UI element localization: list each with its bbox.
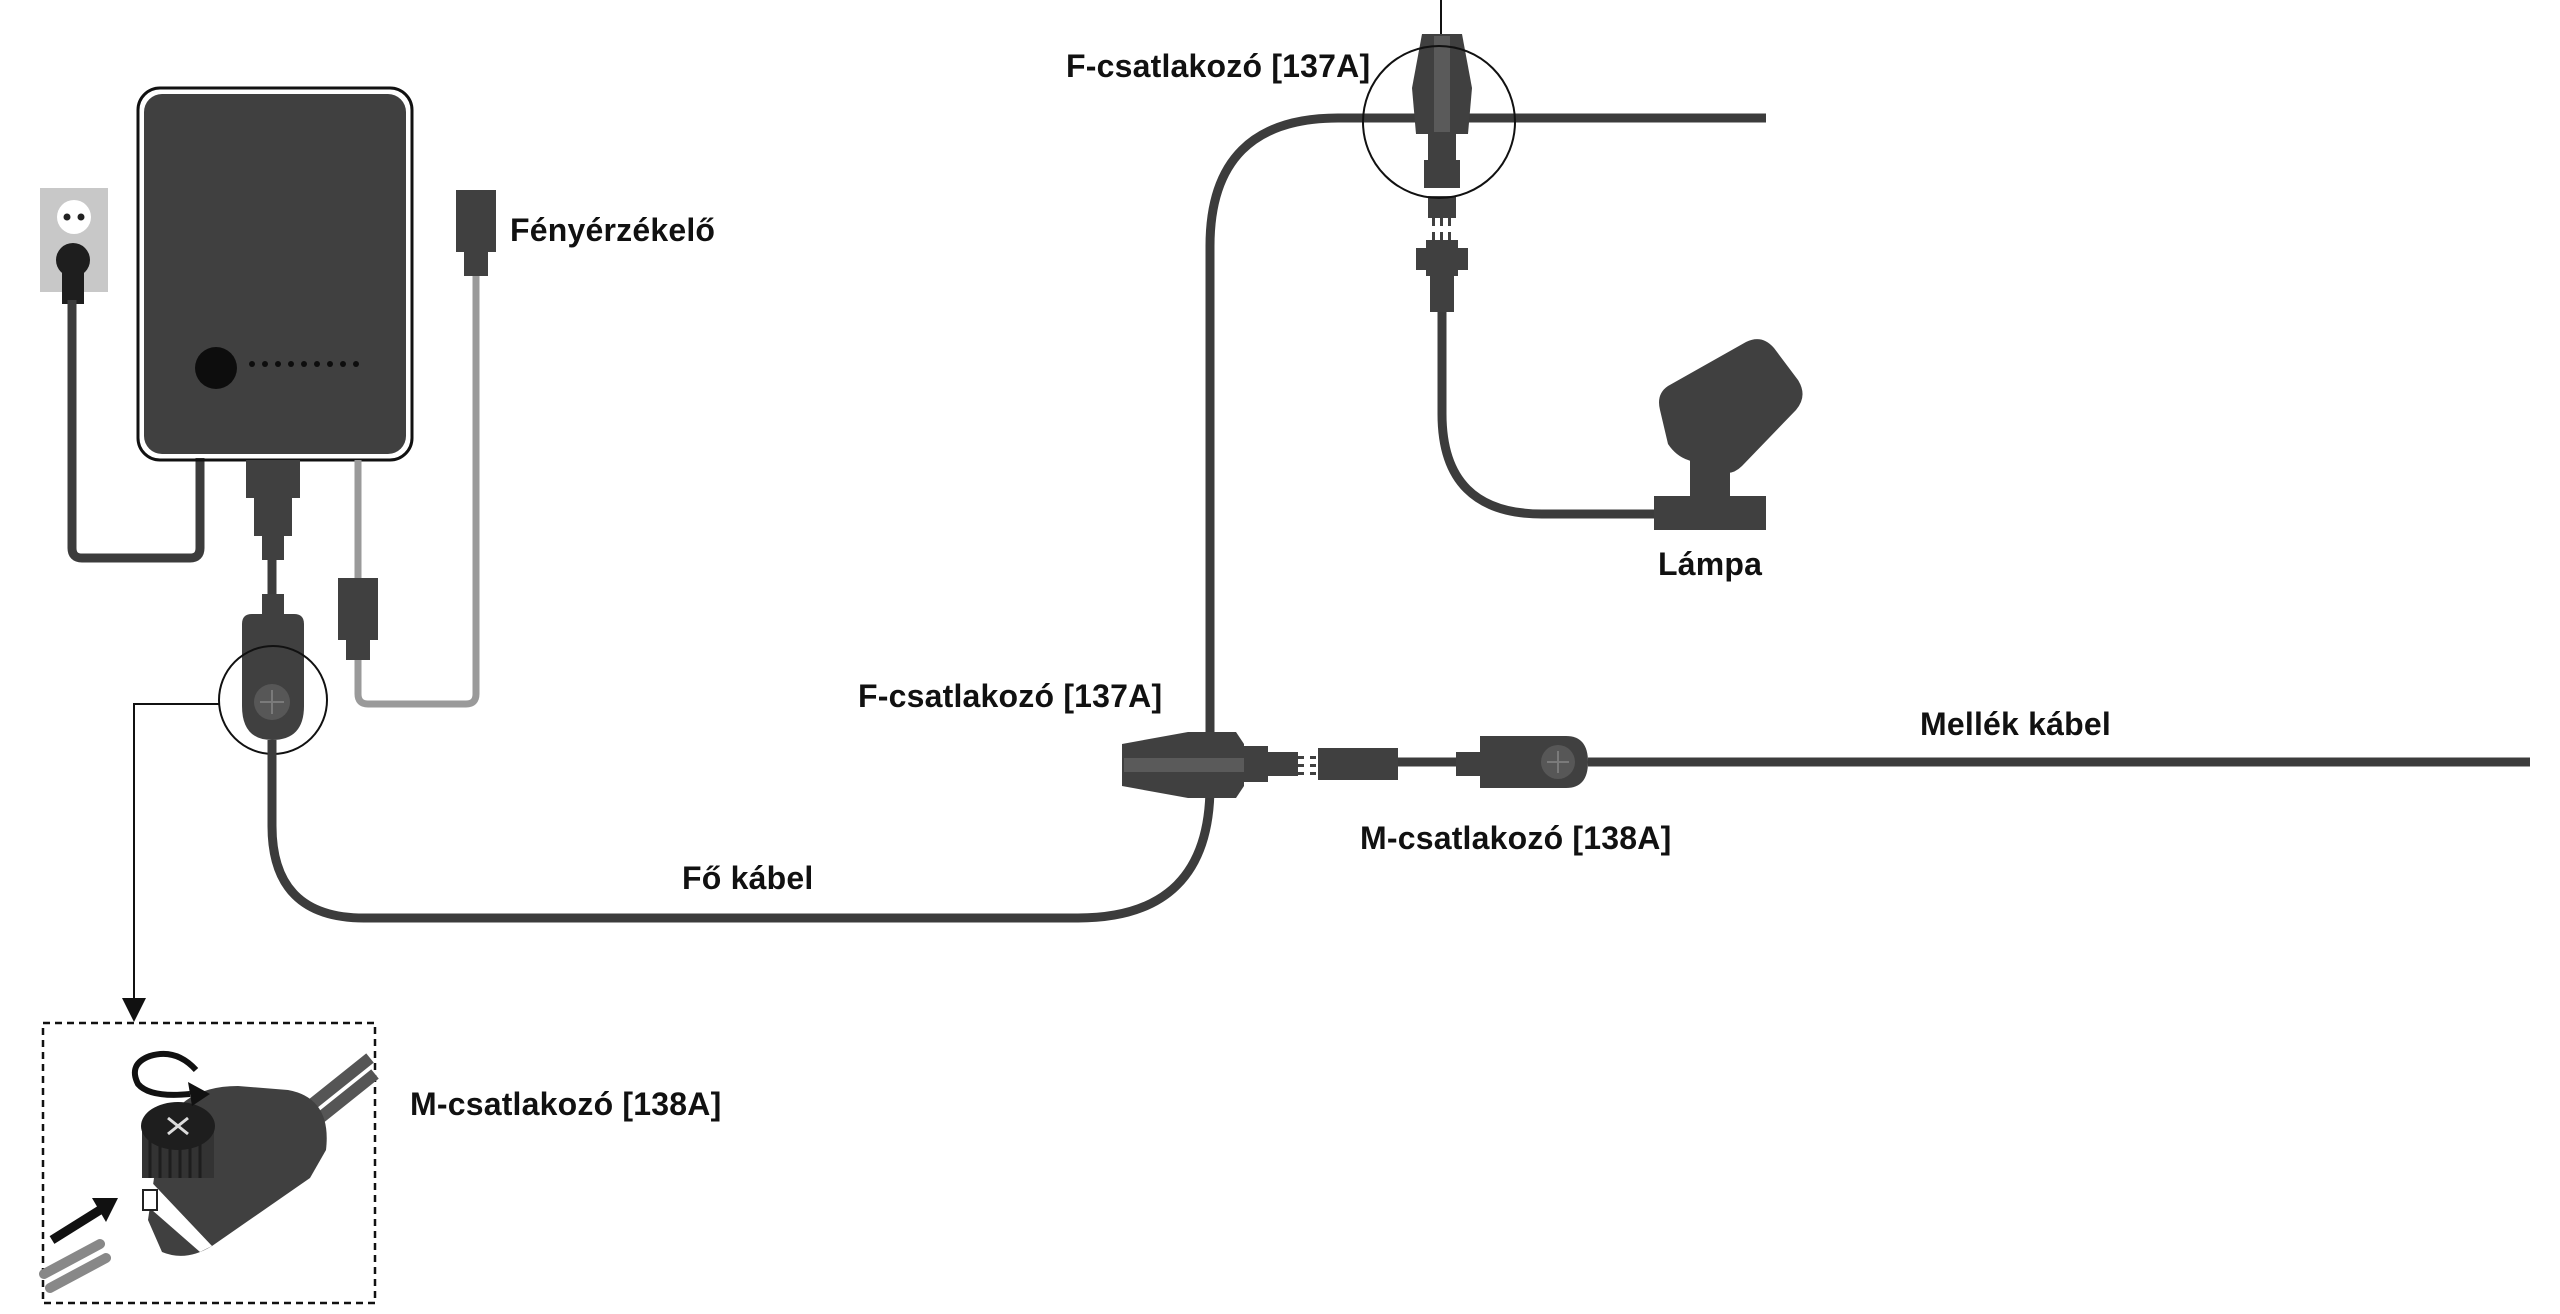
detail-box: [39, 1021, 379, 1305]
label-f-connector-top: F-csatlakozó [137A]: [1066, 48, 1371, 84]
label-f-connector-mid: F-csatlakozó [137A]: [858, 678, 1163, 714]
controller-box: [136, 86, 414, 462]
lamp-cable: [1437, 312, 1658, 519]
detail-leader-arrow: [122, 703, 219, 1022]
controller-led-dots: [249, 361, 359, 367]
lamp: [1654, 339, 1803, 530]
controller-button: [195, 347, 237, 389]
power-plug: [56, 243, 90, 304]
main-riser-cable: [1205, 113, 1766, 736]
light-sensor-cable: [354, 276, 480, 708]
m-connector-mid: [1310, 736, 1588, 788]
controller-output-connector: [246, 460, 300, 560]
sensor-inline-connector: [338, 578, 378, 660]
label-lamp: Lámpa: [1658, 546, 1763, 582]
f-connector-top: [1412, 34, 1472, 312]
label-m-connector-detail: M-csatlakozó [138A]: [410, 1086, 722, 1122]
insert-arrow-icon: [49, 1198, 118, 1244]
power-cord: [67, 300, 205, 563]
main-m-connector: [242, 594, 304, 740]
screw-cap-icon: [141, 1102, 215, 1178]
label-main-cable: Fő kábel: [682, 860, 814, 896]
main-cable: [267, 740, 1215, 923]
rotate-arrow-icon: [132, 1050, 210, 1106]
label-m-connector-mid: M-csatlakozó [138A]: [1360, 820, 1672, 856]
f-connector-mid: [1122, 732, 1304, 798]
light-sensor: [456, 190, 496, 276]
label-branch-cable: Mellék kábel: [1920, 706, 2111, 742]
f-connector-top-highlight-circle: [1362, 45, 1516, 199]
detail-cable-end: [39, 1239, 111, 1293]
label-light-sensor: Fényérzékelő: [510, 212, 716, 248]
